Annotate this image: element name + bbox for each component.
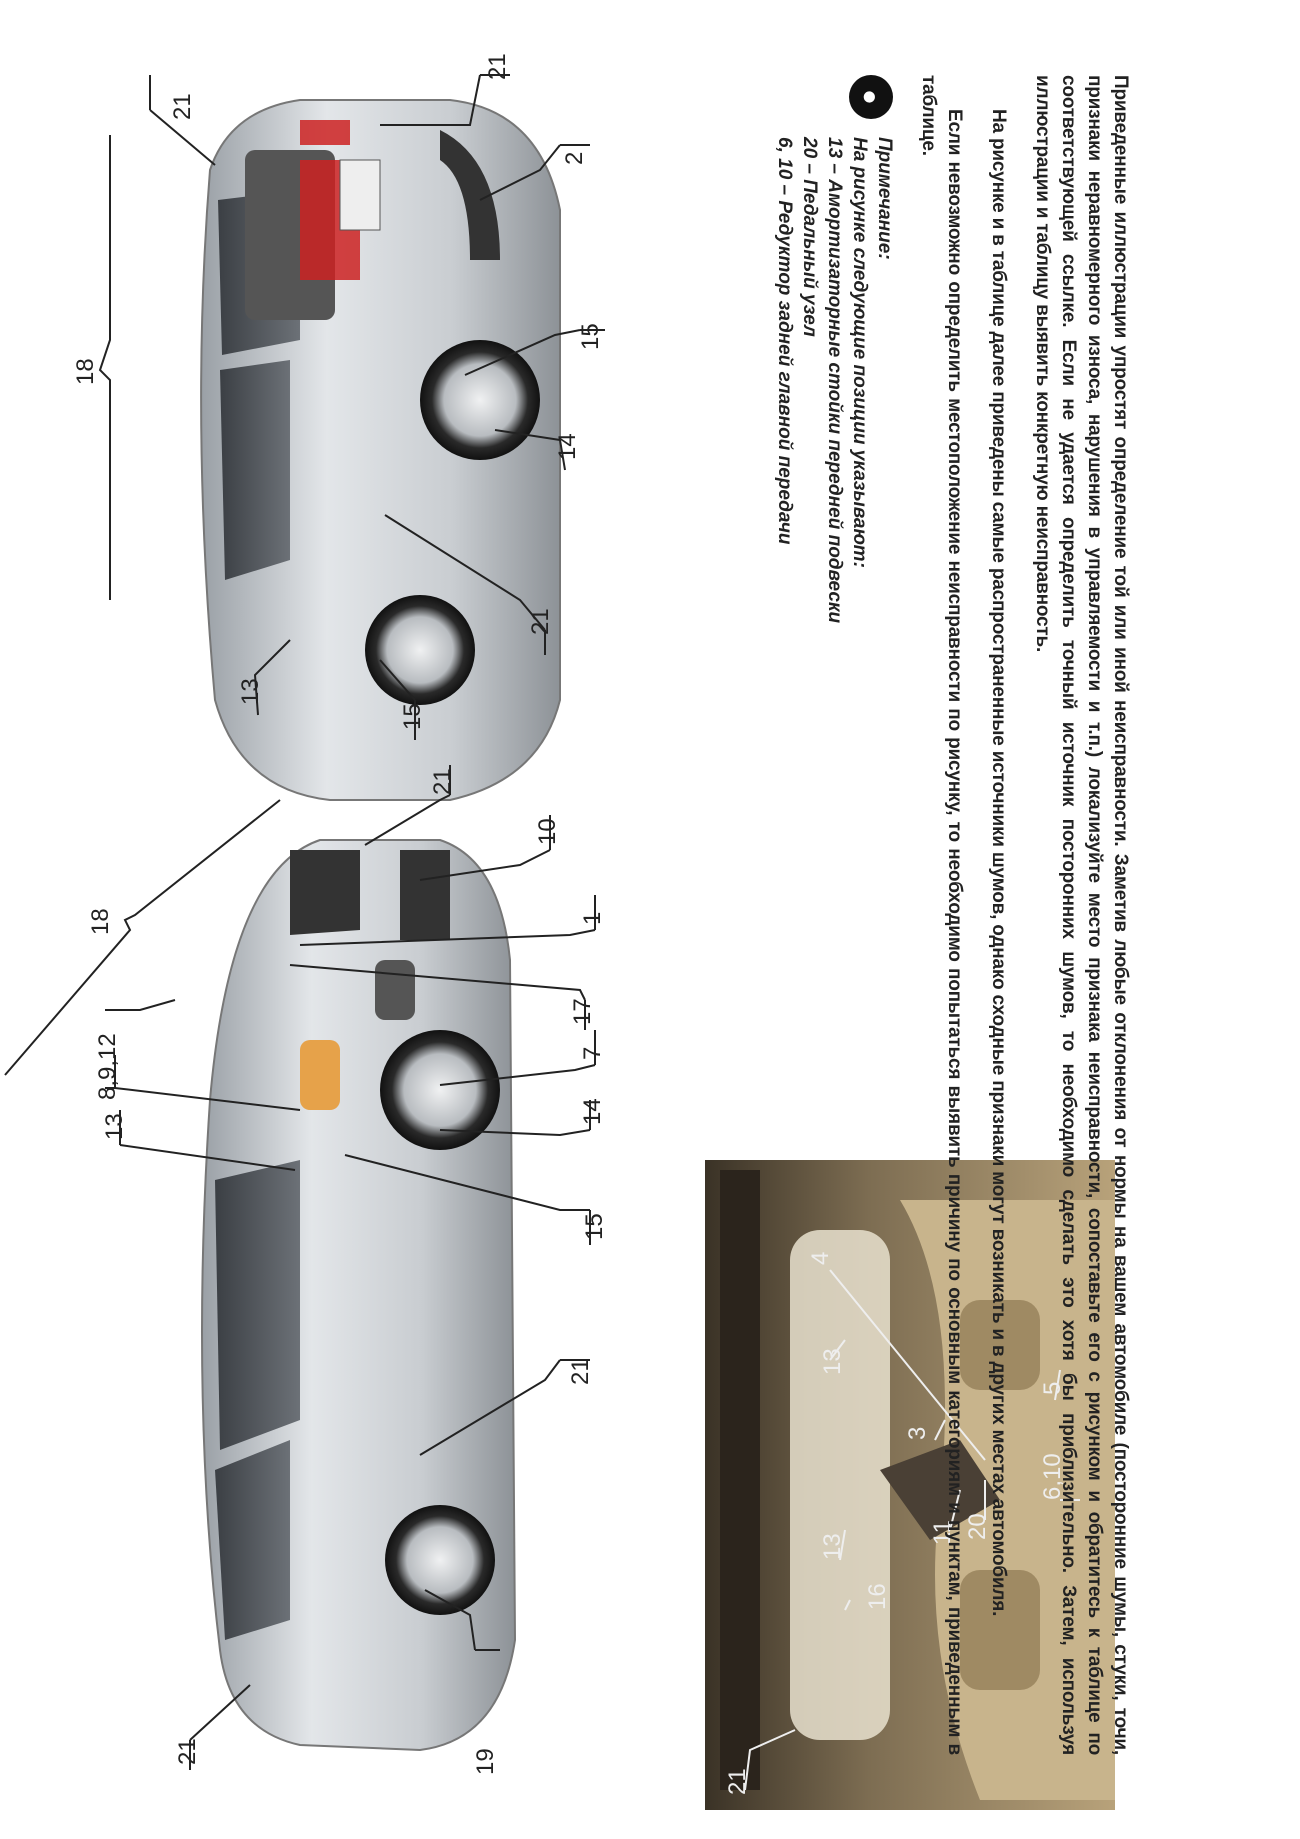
callout-21: 21 — [724, 1768, 751, 1795]
callout-16: 16 — [864, 1583, 891, 1610]
callout-20: 20 — [964, 1513, 991, 1540]
callout-11: 11 — [929, 1520, 956, 1545]
callout-13: 13 — [819, 1533, 846, 1560]
callout-21: 21 — [484, 53, 511, 80]
callout-numbers-top-car: 21 21 2 15 14 21 15 13 18 — [72, 53, 604, 730]
callout-21: 21 — [429, 768, 456, 795]
callouts-side-car — [4, 765, 596, 1770]
callout-21: 21 — [527, 608, 554, 635]
callout-18: 18 — [72, 358, 99, 385]
callout-1: 1 — [579, 912, 606, 925]
callouts-top-car — [98, 74, 605, 1011]
car-rear-view — [200, 99, 561, 801]
callout-13: 13 — [237, 678, 264, 705]
note-item: 6, 10 – Редуктор задней главной передачи — [774, 137, 795, 545]
callout-17: 17 — [569, 998, 596, 1025]
note-item: 13 – Амортизаторные стойки передней подв… — [824, 137, 845, 624]
callout-21: 21 — [169, 93, 196, 120]
interior-photo — [705, 1160, 1115, 1810]
note-block: ● Примечание: На рисунке следующие позиц… — [772, 75, 897, 1755]
callout-8-9-12: 8,9,12 — [94, 1033, 121, 1100]
callout-7: 7 — [579, 1047, 606, 1060]
note-item: 20 – Педальный узел — [799, 137, 820, 337]
callout-10: 10 — [534, 818, 561, 845]
callout-numbers-interior: 21 16 13 11 20 13 3 4 5 6,10 — [724, 1252, 1066, 1795]
lightbulb-icon: ● — [849, 75, 893, 119]
callout-19: 19 — [472, 1748, 499, 1775]
callout-21: 21 — [174, 1738, 201, 1765]
callout-4: 4 — [807, 1252, 834, 1265]
callout-13: 13 — [101, 1113, 128, 1140]
callout-14: 14 — [579, 1098, 606, 1125]
callout-14: 14 — [554, 433, 581, 460]
callout-5: 5 — [1039, 1382, 1066, 1395]
car-front-view — [201, 839, 517, 1752]
callout-3: 3 — [904, 1427, 931, 1440]
note-title: Примечание: — [874, 137, 895, 260]
paragraph-noise-sources: На рисунке и в таблице далее приведены с… — [988, 109, 1009, 1617]
paragraph-table-reference: Если невозможно определить местоположени… — [918, 75, 965, 1755]
callouts-interior — [744, 1269, 1080, 1791]
callout-18: 18 — [87, 908, 114, 935]
note-intro: На рисунке следующие позиции указывают: — [849, 137, 870, 568]
paragraph-intro: Приведенные иллюстрации упростят определ… — [1032, 75, 1131, 1755]
callout-21: 21 — [567, 1358, 594, 1385]
callout-15: 15 — [399, 703, 426, 730]
callout-15: 15 — [581, 1213, 608, 1240]
callout-13: 13 — [819, 1348, 846, 1375]
explanatory-text: Приведенные иллюстрации упростят определ… — [753, 75, 1133, 1755]
callout-15: 15 — [577, 323, 604, 350]
callout-6-10: 6,10 — [1039, 1453, 1066, 1500]
callout-2: 2 — [561, 152, 588, 165]
callout-numbers-side-car: 21 19 21 15 13 8,9,12 14 7 17 1 10 21 18 — [87, 768, 608, 1775]
